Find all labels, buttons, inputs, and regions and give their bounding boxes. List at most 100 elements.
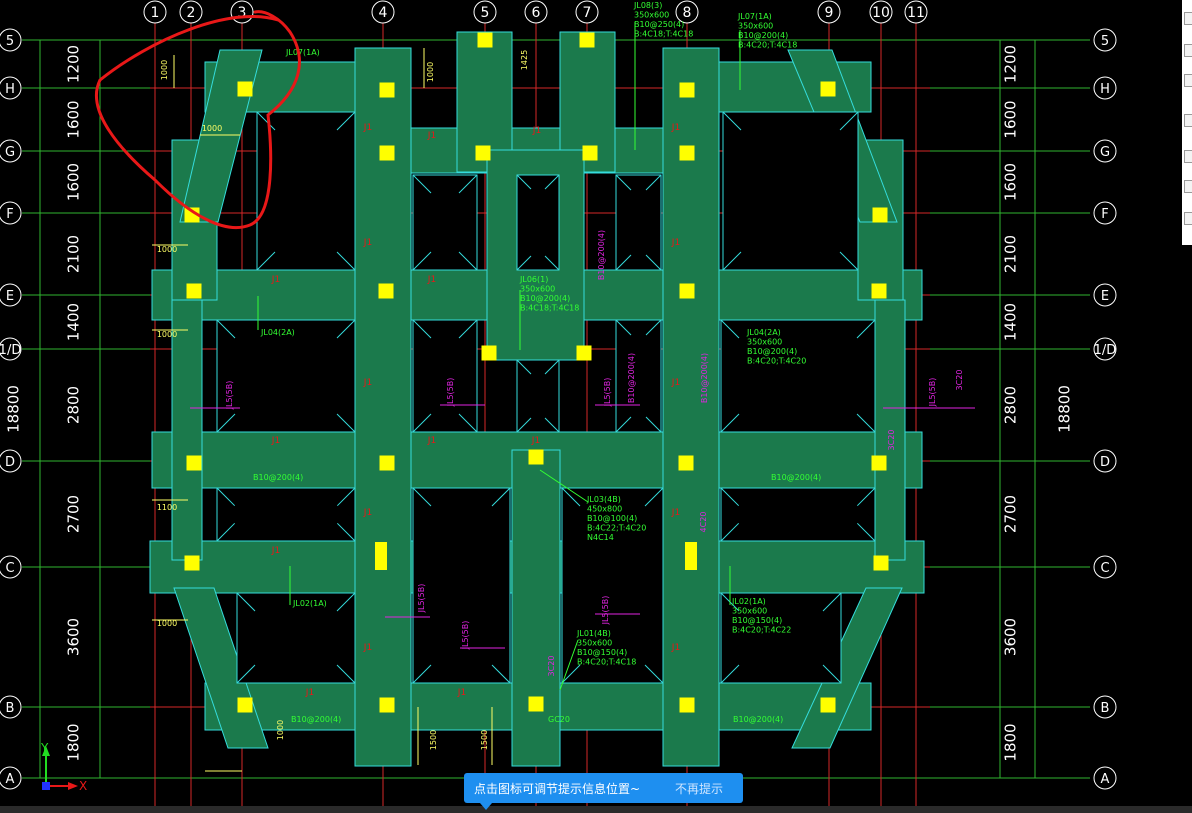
beam-annotation: 4C20 bbox=[699, 512, 708, 533]
beam-annotation: JL5(5B) bbox=[601, 596, 610, 626]
dim-right: 1600 bbox=[1002, 163, 1020, 201]
beam-annotation: N4C14 bbox=[587, 533, 614, 542]
beam-opening bbox=[412, 487, 511, 684]
column-marker bbox=[576, 345, 592, 361]
detail-dim: 1425 bbox=[520, 50, 529, 70]
beam-annotations: JL07(1A)JL08(3)350x600B10@250(4)B:4C18;T… bbox=[190, 1, 975, 724]
dim-total-left: 18800 bbox=[5, 385, 23, 433]
toolbar-button[interactable] bbox=[1184, 74, 1192, 87]
column-marker bbox=[873, 555, 889, 571]
axis-label-top: 9 bbox=[825, 5, 834, 21]
axis-bubble-right bbox=[1093, 555, 1117, 579]
dim-right: 2100 bbox=[1002, 235, 1020, 273]
beam-annotation: GC20 bbox=[548, 715, 570, 724]
beam-segment bbox=[354, 47, 412, 767]
beam-mark: J1 bbox=[363, 643, 372, 653]
beam-edge-chamfer bbox=[615, 254, 632, 271]
column-marker bbox=[871, 455, 887, 471]
toolbar-button[interactable] bbox=[1184, 180, 1192, 193]
beam-annotation: 3C20 bbox=[547, 656, 556, 677]
annotation-leader bbox=[559, 639, 579, 691]
column-marker bbox=[679, 283, 695, 299]
beam-mark: J1 bbox=[427, 275, 436, 285]
beam-opening bbox=[216, 487, 356, 542]
dismiss-hint-link[interactable]: 不再提示 bbox=[674, 781, 723, 796]
axis-bubble-left bbox=[0, 76, 22, 100]
beam-annotation: JL5(5B) bbox=[417, 584, 426, 614]
beam-mark: J1 bbox=[363, 378, 372, 388]
beam-annotation: B:4C20;T:4C18 bbox=[577, 658, 636, 667]
beam-edge-chamfer bbox=[412, 487, 432, 507]
dim-left: 2100 bbox=[65, 235, 83, 273]
dimension-texts: 1200160016002100140028002700360018001200… bbox=[5, 45, 1074, 772]
beam-annotation: B:4C22;T:4C20 bbox=[587, 524, 646, 533]
beam-mark: J1 bbox=[671, 123, 680, 133]
column-marker bbox=[579, 32, 595, 48]
beam-annotation: B:4C20;T:4C20 bbox=[747, 357, 806, 366]
beam-annotation: B10@200(4) bbox=[253, 473, 303, 482]
beam-edge-chamfer bbox=[544, 417, 560, 433]
beam-edge-chamfer bbox=[458, 413, 478, 433]
ucs-y-label: Y bbox=[40, 741, 49, 755]
column-marker bbox=[871, 283, 887, 299]
beam-annotation: 350x600 bbox=[520, 285, 555, 294]
axis-bubble-right bbox=[1093, 283, 1117, 307]
beam-mark: J1 bbox=[363, 238, 372, 248]
column-marker bbox=[582, 145, 598, 161]
toolbar-button[interactable] bbox=[1184, 44, 1192, 57]
dim-left: 1200 bbox=[65, 45, 83, 83]
detail-dim: 1000 bbox=[157, 619, 177, 628]
hint-text: 点击图标可调节提示信息位置~ bbox=[474, 781, 641, 796]
beam-annotation: B10@200(4) bbox=[520, 294, 570, 303]
axis-label-right: B bbox=[1101, 701, 1110, 716]
beam-annotation: B10@200(4) bbox=[291, 715, 341, 724]
beam-edge-chamfer bbox=[839, 111, 859, 131]
beam-mark: J1 bbox=[427, 131, 436, 141]
beam-annotation: JL01(4B) bbox=[576, 629, 611, 638]
axis-label-top: 7 bbox=[583, 5, 592, 21]
beam-edge-chamfer bbox=[236, 664, 256, 684]
beam-edge-chamfer bbox=[544, 174, 560, 190]
beam-segment bbox=[171, 299, 203, 561]
toolbar-button[interactable] bbox=[1184, 114, 1192, 127]
column-marker bbox=[378, 283, 394, 299]
beam-edge-chamfer bbox=[412, 664, 432, 684]
beam-edge-chamfer bbox=[645, 174, 662, 191]
toolbar-button[interactable] bbox=[1184, 212, 1192, 225]
beam-edge-chamfer bbox=[336, 592, 356, 612]
beam-edge-chamfer bbox=[856, 319, 876, 339]
beam-edge-chamfer bbox=[856, 487, 876, 507]
beam-opening bbox=[412, 319, 478, 433]
axis-bubble-top bbox=[675, 0, 699, 24]
axis-bubble-top bbox=[575, 0, 599, 24]
toolbar-button[interactable] bbox=[1184, 12, 1192, 25]
beam-mark: J1 bbox=[271, 546, 280, 556]
column-marker bbox=[679, 82, 695, 98]
beam-edge-chamfer bbox=[615, 174, 632, 191]
hint-tooltip[interactable]: 点击图标可调节提示信息位置~ 不再提示 bbox=[464, 773, 743, 810]
beam-edge-chamfer bbox=[720, 664, 740, 684]
beam-mark: J1 bbox=[363, 508, 372, 518]
beam-annotation: B:4C18;T:4C18 bbox=[520, 304, 579, 313]
beam-edge-chamfer bbox=[839, 251, 859, 271]
toolbar-button[interactable] bbox=[1184, 150, 1192, 163]
dim-left: 1600 bbox=[65, 163, 83, 201]
beam-openings bbox=[216, 111, 876, 684]
axis-label-right: C bbox=[1100, 561, 1109, 576]
axis-label-left: C bbox=[5, 561, 14, 576]
beam-annotation: 350x600 bbox=[634, 11, 669, 20]
beam-edge-chamfer bbox=[412, 251, 432, 271]
column-marker bbox=[237, 697, 253, 713]
beam-opening bbox=[615, 319, 662, 433]
axis-label-right: F bbox=[1101, 207, 1108, 222]
dim-left: 1800 bbox=[65, 723, 83, 761]
beam-annotation: JL06(1) bbox=[519, 275, 548, 284]
beam-edge-chamfer bbox=[412, 413, 432, 433]
beam-mark: J1 bbox=[532, 126, 541, 136]
beam-mark: J1 bbox=[427, 436, 436, 446]
axis-bubble-right bbox=[1093, 76, 1117, 100]
beam-edge-chamfer bbox=[720, 487, 740, 507]
axis-label-left: D bbox=[5, 455, 15, 470]
beam-edge-chamfer bbox=[516, 417, 532, 433]
